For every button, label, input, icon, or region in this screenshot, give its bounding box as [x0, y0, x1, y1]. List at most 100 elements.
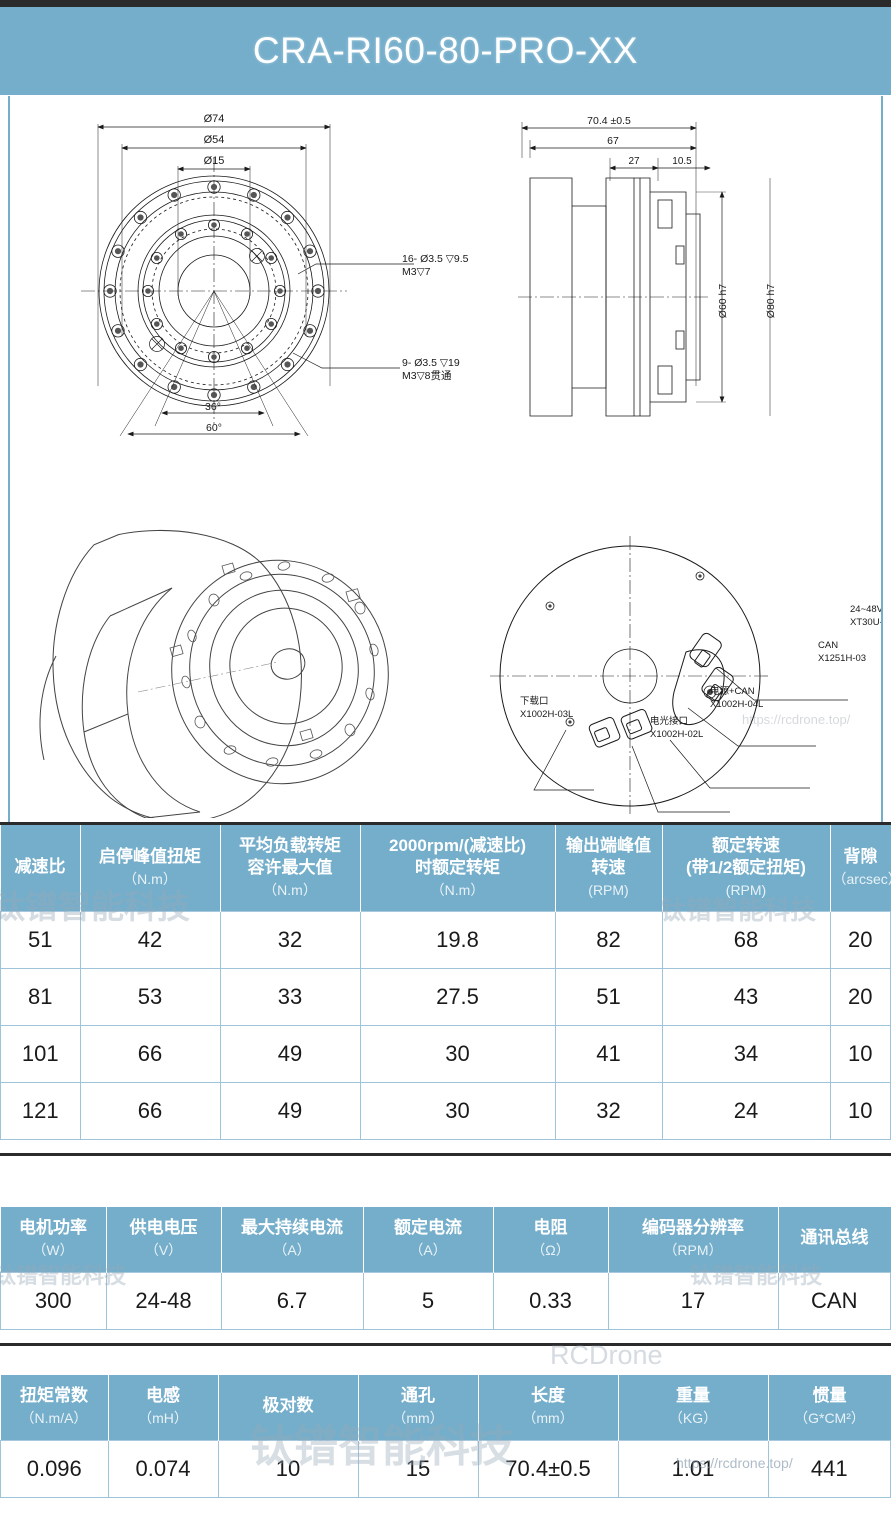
cell-peak-speed: 82 [554, 911, 663, 970]
table-header-row: 扭矩常数 （N.m/A） 电感 （mH） 极对数 通孔 （mm） [0, 1375, 891, 1441]
dim-label-total-length: 70.4 ±0.5 [587, 115, 631, 127]
dim-label-outer-diameter: Ø74 [204, 113, 225, 125]
th-rated-torque-2000rpm: 2000rpm/(减速比) 时额定转矩 （N.m） [359, 825, 556, 912]
th-supply-voltage: 供电电压 （V） [105, 1207, 222, 1273]
table-top-rule [0, 822, 891, 825]
th-rated-speed: 额定转速 (带1/2额定扭矩) (RPM) [661, 825, 831, 912]
label-download-part: X1002H-03L [520, 709, 573, 720]
dim-label-67: 67 [607, 135, 619, 147]
note-9-hole-line2: M3▽8贯通 [402, 370, 452, 382]
th-backlash: 背隙 （arcsec） [829, 825, 891, 912]
title-banner: CRA-RI60-80-PRO-XX [0, 7, 891, 95]
technical-drawing-svg: Ø74 Ø54 Ø15 16- Ø3.5 ▽9.5 M3▽7 9- Ø3.5 ▽… [39, 113, 881, 818]
th-inductance: 电感 （mH） [107, 1375, 219, 1441]
cell-avg-load-torque: 33 [219, 968, 361, 1027]
cell-backlash: 20 [829, 911, 891, 970]
cell-backlash: 10 [829, 1082, 891, 1141]
motor-table-wrap: 电机功率 （W） 供电电压 （V） 最大持续电流 （A） 额定电流 （A） [0, 1207, 891, 1346]
cell-ratio: 121 [0, 1082, 81, 1141]
cell-ratio: 51 [0, 911, 81, 970]
label-brake-part: X1002H-02L [650, 729, 703, 740]
cell-through-hole: 15 [357, 1439, 479, 1498]
th-rated-current: 额定电流 （A） [362, 1207, 494, 1273]
cell-supply-voltage: 24-48 [105, 1271, 222, 1330]
cell-motor-power: 300 [0, 1271, 107, 1330]
cell-peak-speed: 51 [554, 968, 663, 1027]
dim-label-bore-diameter: Ø15 [204, 155, 225, 167]
cell-rated-torque: 19.8 [359, 911, 556, 970]
cell-peak-torque: 53 [79, 968, 221, 1027]
table-header-row: 电机功率 （W） 供电电压 （V） 最大持续电流 （A） 额定电流 （A） [0, 1207, 891, 1273]
label-can-port: CAN [818, 640, 838, 651]
cell-rated-speed: 43 [661, 968, 831, 1027]
cell-peak-speed: 41 [554, 1025, 663, 1084]
label-power-capacitor-port: 24~48V电源电容接口 [850, 603, 881, 615]
table-row: 0.096 0.074 10 15 70.4±0.5 1.01 441 [0, 1439, 891, 1498]
cell-communication-bus: CAN [777, 1271, 891, 1330]
th-motor-power: 电机功率 （W） [0, 1207, 107, 1273]
th-peak-start-stop-torque: 启停峰值扭矩 （N.m） [79, 825, 221, 912]
table-row: 81 53 33 27.5 51 43 20 [0, 968, 891, 1027]
dim-label-mid-diameter: Ø54 [204, 134, 225, 146]
table-header-row: 减速比 启停峰值扭矩 （N.m） 平均负载转矩 容许最大值 （N.m） 2000… [0, 825, 891, 912]
cell-peak-torque: 66 [79, 1025, 221, 1084]
cell-ratio: 101 [0, 1025, 81, 1084]
cell-avg-load-torque: 49 [219, 1082, 361, 1141]
cell-rated-torque: 30 [359, 1025, 556, 1084]
table-row: 121 66 49 30 32 24 10 [0, 1082, 891, 1141]
label-power-can-part: X1002H-04L [710, 699, 763, 710]
th-encoder-resolution: 编码器分辨率 （RPM） [607, 1207, 779, 1273]
front-view-drawing [81, 124, 414, 437]
table-row: 300 24-48 6.7 5 0.33 17 CAN [0, 1271, 891, 1330]
gearbox-table-wrap: 减速比 启停峰值扭矩 （N.m） 平均负载转矩 容许最大值 （N.m） 2000… [0, 822, 891, 1157]
cell-torque-constant: 0.096 [0, 1439, 109, 1498]
table-rule [0, 1342, 891, 1346]
label-download-port: 下载口 [520, 695, 549, 707]
th-resistance: 电阻 （Ω） [492, 1207, 609, 1273]
dim-label-d80h7: Ø80 h7 [765, 284, 777, 319]
cell-peak-torque: 42 [79, 911, 221, 970]
cell-peak-speed: 32 [554, 1082, 663, 1141]
th-avg-load-torque-max: 平均负载转矩 容许最大值 （N.m） [219, 825, 361, 912]
label-can-part: X1251H-03 [818, 653, 866, 664]
th-reduction-ratio: 减速比 [0, 825, 81, 912]
note-9-hole-line1: 9- Ø3.5 ▽19 [402, 357, 460, 369]
angle-label-outer: 60° [206, 422, 222, 434]
gearbox-spec-table: 减速比 启停峰值扭矩 （N.m） 平均负载转矩 容许最大值 （N.m） 2000… [0, 825, 891, 1141]
cell-length: 70.4±0.5 [477, 1439, 619, 1498]
table-row: 101 66 49 30 41 34 10 [0, 1025, 891, 1084]
isometric-3d-view [39, 530, 389, 818]
th-torque-constant: 扭矩常数 （N.m/A） [0, 1375, 109, 1441]
cell-backlash: 20 [829, 968, 891, 1027]
page-title: CRA-RI60-80-PRO-XX [252, 30, 639, 71]
cell-backlash: 10 [829, 1025, 891, 1084]
physical-spec-table: 扭矩常数 （N.m/A） 电感 （mH） 极对数 通孔 （mm） [0, 1375, 891, 1498]
th-max-continuous-current: 最大持续电流 （A） [220, 1207, 364, 1273]
th-pole-pairs: 极对数 [217, 1375, 359, 1441]
cell-inductance: 0.074 [107, 1439, 219, 1498]
inner-bolt-circle [141, 219, 286, 363]
th-communication-bus: 通讯总线 [777, 1207, 891, 1273]
cell-rated-speed: 34 [661, 1025, 831, 1084]
side-section-view-drawing [518, 122, 771, 417]
table-rule [0, 1153, 891, 1157]
note-16-hole-line1: 16- Ø3.5 ▽9.5 [402, 253, 469, 265]
th-output-peak-speed: 输出端峰值 转速 (RPM) [554, 825, 663, 912]
cell-rated-speed: 68 [661, 911, 831, 970]
dim-label-105: 10.5 [672, 156, 692, 167]
technical-drawing-panel: Ø74 Ø54 Ø15 16- Ø3.5 ▽9.5 M3▽7 9- Ø3.5 ▽… [8, 96, 883, 822]
cell-weight: 1.01 [617, 1439, 769, 1498]
cell-ratio: 81 [0, 968, 81, 1027]
cell-avg-load-torque: 49 [219, 1025, 361, 1084]
cell-inertia: 441 [767, 1439, 891, 1498]
cell-resistance: 0.33 [492, 1271, 609, 1330]
cell-rated-current: 5 [362, 1271, 494, 1330]
th-through-hole: 通孔 （mm） [357, 1375, 479, 1441]
motor-spec-table: 电机功率 （W） 供电电压 （V） 最大持续电流 （A） 额定电流 （A） [0, 1207, 891, 1330]
th-length: 长度 （mm） [477, 1375, 619, 1441]
table-separator [0, 1140, 891, 1154]
label-brake-port: 电光接口 [650, 715, 688, 727]
cell-peak-torque: 66 [79, 1082, 221, 1141]
dim-label-27: 27 [628, 156, 640, 167]
